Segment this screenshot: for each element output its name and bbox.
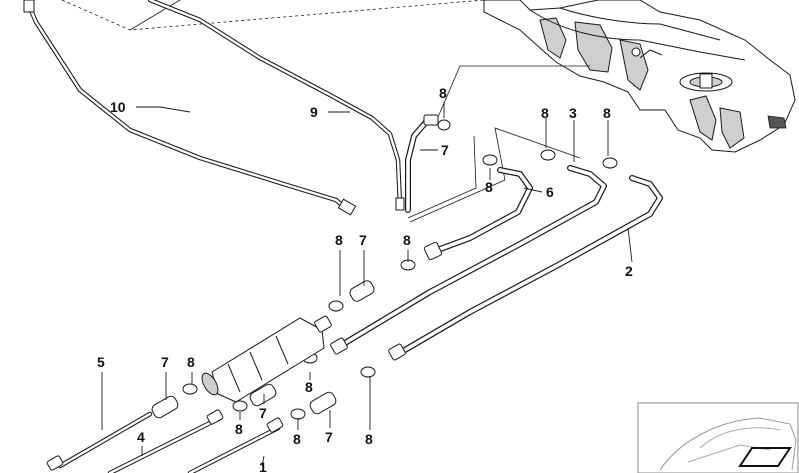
callout-8-lower-left: 8 <box>187 354 195 370</box>
callout-8-filter-top: 8 <box>335 232 343 248</box>
callout-8-hose-6-end: 8 <box>403 232 411 248</box>
hose-7-lower-mid <box>232 383 277 412</box>
callout-7-lower-mid: 7 <box>259 405 267 421</box>
fuel-line-9 <box>147 0 405 211</box>
callout-1: 1 <box>259 459 267 473</box>
hose-7-upper <box>405 114 451 213</box>
callout-10: 10 <box>110 99 126 115</box>
vehicle-locator-thumbnail <box>637 402 799 473</box>
hose-7-lower-right <box>290 391 337 420</box>
fuel-tank <box>483 0 796 153</box>
fuel-line-10 <box>23 0 357 216</box>
callout-8-hose-6: 8 <box>485 179 493 195</box>
fuel-hose-6 <box>400 154 533 271</box>
hose-7-lower-left <box>151 383 198 419</box>
callout-7-lower-left: 7 <box>161 354 169 370</box>
hose-7-filter-top <box>328 280 375 312</box>
callout-8-hose-3: 8 <box>541 105 549 121</box>
fuel-line-4 <box>107 409 224 473</box>
fuel-hose-2 <box>360 157 663 378</box>
callout-8-hose-2: 8 <box>603 105 611 121</box>
callout-labels: 10 9 8 7 8 3 8 8 6 8 7 8 2 5 7 8 4 8 7 8… <box>97 85 633 473</box>
callout-8-hose-2-end: 8 <box>365 431 373 447</box>
callout-7-filter-top: 7 <box>359 232 367 248</box>
callout-8-upper-bend: 8 <box>439 85 447 101</box>
callout-2: 2 <box>625 263 633 279</box>
callout-3: 3 <box>569 105 577 121</box>
callout-8-hose-3-end: 8 <box>305 379 313 395</box>
leader-lines <box>101 102 633 467</box>
callout-8-lower-mid: 8 <box>235 421 243 437</box>
callout-9: 9 <box>310 104 318 120</box>
callout-8-lower-right: 8 <box>293 431 301 447</box>
callout-7-lower-right: 7 <box>325 429 333 445</box>
callout-7-upper-bend: 7 <box>441 142 449 158</box>
fuel-line-5 <box>46 411 153 471</box>
group-outlines <box>61 0 590 223</box>
fuel-line-1 <box>187 417 284 473</box>
callout-6: 6 <box>546 184 554 200</box>
callout-4: 4 <box>137 429 145 445</box>
fuel-hose-3 <box>302 149 607 364</box>
callout-5: 5 <box>97 354 105 370</box>
fuel-filter <box>201 315 332 403</box>
